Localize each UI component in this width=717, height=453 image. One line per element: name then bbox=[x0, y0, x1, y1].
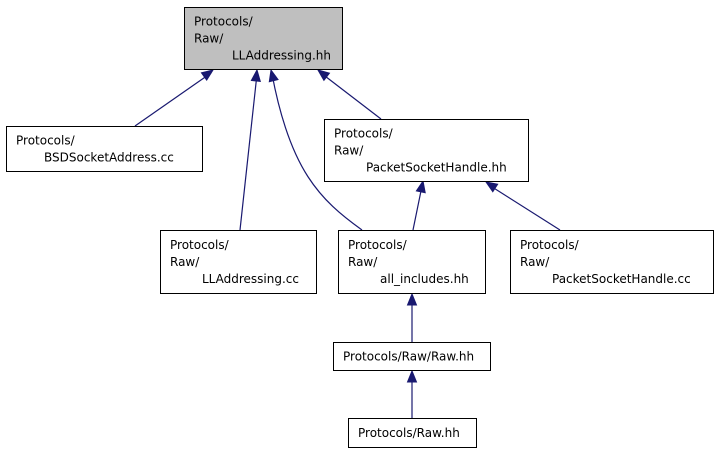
node-label-line: PacketSocketHandle.cc bbox=[552, 272, 691, 286]
edge-ll_cc-to-ll_hh bbox=[239, 68, 262, 231]
node-ll-cc[interactable]: Protocols/Raw/LLAddressing.cc bbox=[160, 230, 317, 294]
arrowhead-icon bbox=[406, 292, 418, 306]
node-ll-hh[interactable]: Protocols/Raw/LLAddressing.hh bbox=[184, 7, 343, 70]
node-label-line: PacketSocketHandle.hh bbox=[366, 161, 507, 175]
arrowhead-icon bbox=[316, 69, 331, 82]
edge-line bbox=[412, 185, 423, 231]
node-label-line: BSDSocketAddress.cc bbox=[44, 151, 174, 165]
node-label-line: LLAddressing.hh bbox=[232, 49, 331, 63]
node-label-line: Protocols/ bbox=[334, 127, 394, 141]
edge-line bbox=[488, 184, 561, 231]
edge-all_hh-to-psh_hh bbox=[412, 179, 426, 231]
edge-raw_hh-to-rawraw bbox=[406, 369, 418, 418]
node-label-line: Raw/ bbox=[170, 255, 200, 269]
node-box bbox=[324, 119, 529, 182]
edge-line bbox=[239, 73, 258, 231]
node-box bbox=[338, 230, 486, 294]
node-label-line: Protocols/ bbox=[170, 238, 230, 252]
arrowhead-icon bbox=[415, 179, 426, 194]
node-box bbox=[160, 230, 317, 294]
node-label-line: all_includes.hh bbox=[380, 272, 469, 286]
node-box bbox=[510, 230, 714, 294]
edge-bsd_cc-to-ll_hh bbox=[134, 69, 215, 127]
edge-line bbox=[271, 73, 363, 231]
node-box bbox=[184, 7, 343, 70]
edge-all_hh-to-ll_hh bbox=[268, 68, 363, 231]
edges-layer bbox=[134, 68, 561, 418]
node-rawraw[interactable]: Protocols/Raw/Raw.hh bbox=[333, 342, 491, 371]
edge-psh_cc-to-psh_hh bbox=[484, 181, 561, 231]
node-psh-hh[interactable]: Protocols/Raw/PacketSocketHandle.hh bbox=[324, 119, 529, 182]
node-all-hh[interactable]: Protocols/Raw/all_includes.hh bbox=[338, 230, 486, 294]
node-label-line: Protocols/ bbox=[194, 15, 254, 29]
edge-rawraw-to-all_hh bbox=[406, 292, 418, 342]
arrowhead-icon bbox=[268, 68, 279, 83]
node-label-line: Raw/ bbox=[520, 255, 550, 269]
node-label-line: Raw/ bbox=[334, 144, 364, 158]
node-label-line: LLAddressing.cc bbox=[202, 272, 299, 286]
node-label-line: Protocols/ bbox=[520, 238, 580, 252]
arrowhead-icon bbox=[200, 69, 215, 81]
node-box bbox=[6, 126, 203, 172]
node-label-line: Protocols/Raw.hh bbox=[358, 426, 460, 440]
node-box bbox=[348, 418, 477, 448]
node-bsd-cc[interactable]: Protocols/BSDSocketAddress.cc bbox=[6, 126, 203, 172]
node-label-line: Protocols/ bbox=[348, 238, 408, 252]
node-label-line: Raw/ bbox=[194, 32, 224, 46]
nodes-layer: Protocols/Raw/LLAddressing.hhProtocols/B… bbox=[6, 7, 714, 448]
edge-psh_hh-to-ll_hh bbox=[316, 69, 382, 120]
node-label-line: Protocols/Raw/Raw.hh bbox=[343, 350, 474, 364]
node-box bbox=[333, 342, 491, 371]
arrowhead-icon bbox=[406, 369, 418, 383]
edge-line bbox=[134, 72, 212, 127]
node-raw-hh[interactable]: Protocols/Raw.hh bbox=[348, 418, 477, 448]
node-label-line: Raw/ bbox=[348, 255, 378, 269]
node-psh-cc[interactable]: Protocols/Raw/PacketSocketHandle.cc bbox=[510, 230, 714, 294]
node-label-line: Protocols/ bbox=[16, 134, 76, 148]
edge-line bbox=[320, 72, 382, 120]
arrowhead-icon bbox=[250, 68, 262, 82]
arrowhead-icon bbox=[484, 181, 499, 193]
